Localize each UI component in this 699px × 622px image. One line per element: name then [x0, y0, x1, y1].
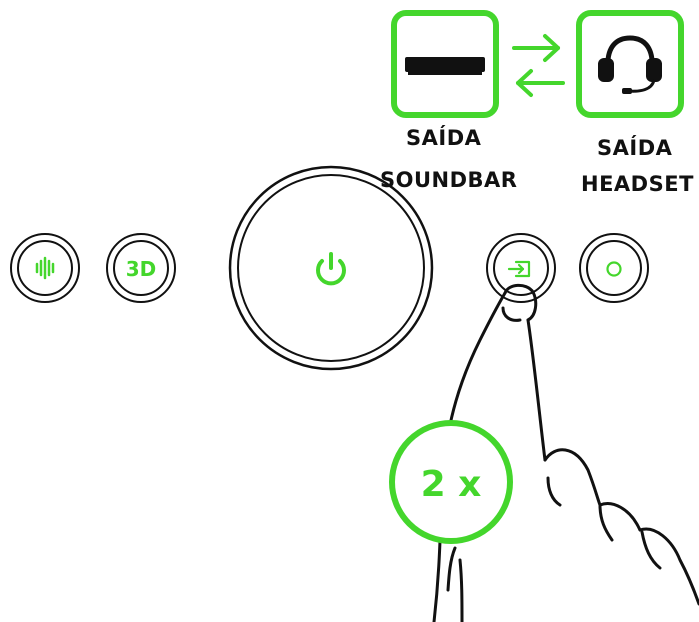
power-button[interactable]: [230, 167, 432, 369]
equalizer-button[interactable]: [11, 234, 79, 302]
headset-output-box: [579, 13, 681, 115]
three-d-button[interactable]: 3D: [107, 234, 175, 302]
headset-output-label-line1: SAÍDA: [597, 136, 672, 160]
soundbar-output-box: [394, 13, 496, 115]
soundbar-output-label-line2: SOUNDBAR: [380, 168, 517, 192]
circle-button[interactable]: [580, 234, 648, 302]
swap-arrows-icon: [514, 36, 563, 95]
press-count-badge: 2 x: [392, 423, 510, 541]
soundbar-output-label-line1: SAÍDA: [406, 126, 481, 150]
input-source-button[interactable]: [487, 234, 555, 302]
three-d-label: 3D: [126, 257, 157, 281]
headset-output-label-line2: HEADSET: [581, 172, 694, 196]
soundbar-icon: [405, 57, 485, 75]
press-count-label: 2 x: [421, 464, 482, 505]
